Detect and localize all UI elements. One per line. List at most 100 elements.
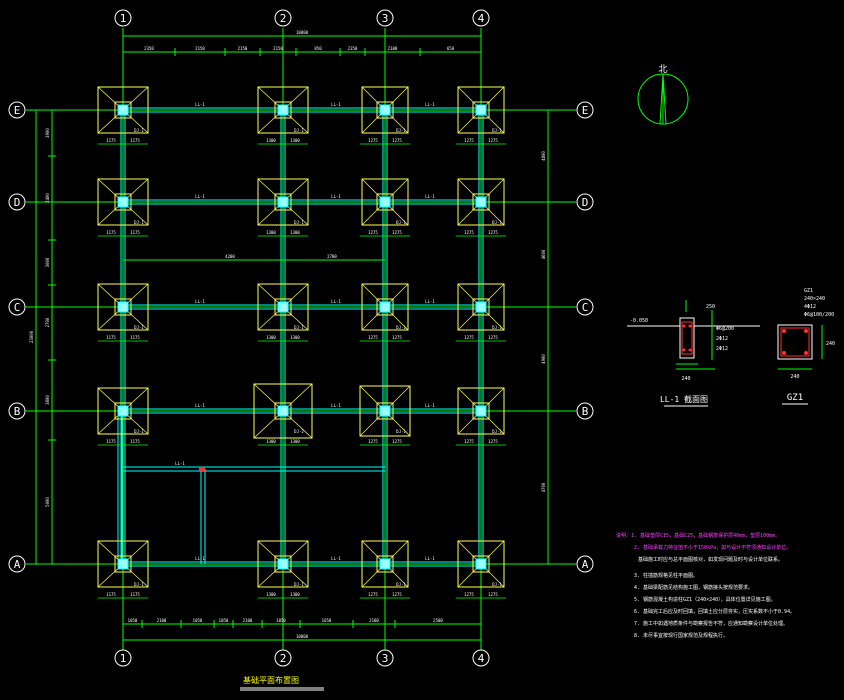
footing-label: DJ-1 [134, 128, 144, 133]
axis-label-row: A [14, 558, 21, 571]
dim-top-seg: 2350 [348, 46, 358, 51]
axis-bubble [576, 402, 594, 420]
axis-label-row: B [14, 405, 21, 418]
footing-dim-text: 1275 [368, 138, 378, 143]
footing-dim-text: 1175 [106, 230, 116, 235]
dim-left-seg: 5000 [45, 497, 50, 507]
dim-bottom-seg: 1050 [193, 618, 203, 623]
footing-dim-text: 1275 [464, 439, 474, 444]
note-line-6: 5. 钢筋混凝土构造柱GZ1（240×240），具体位置详见施工图。 [634, 596, 776, 603]
axis-bubble [576, 298, 594, 316]
column [117, 104, 129, 116]
footing-dim-text: 1275 [488, 439, 498, 444]
gz1-side-dim: 240 [826, 341, 835, 347]
axis-label-row: E [14, 104, 21, 117]
drawing-title: 基础平面布置图 [243, 675, 299, 685]
axis-bubble [576, 193, 594, 211]
footing-pedestal [376, 298, 394, 316]
column [277, 558, 289, 570]
axis-bubble [472, 649, 490, 667]
ll1-note-3: 2Φ12 [716, 346, 728, 352]
dim-right-seg: 4800 [541, 151, 546, 161]
footing-outline [97, 86, 149, 134]
footing-dim-text: 1275 [488, 335, 498, 340]
ll1-bot-dim: 240 [681, 376, 690, 382]
dim-top-seg: 2150 [238, 46, 248, 51]
column [277, 196, 289, 208]
footing-pedestal [274, 101, 292, 119]
ll1-elev: -0.050 [630, 318, 648, 324]
column [117, 301, 129, 313]
axis-label-row: E [582, 104, 589, 117]
axis-label-row: D [14, 196, 21, 209]
footing-pedestal [376, 555, 394, 573]
dim-top-seg: 2100 [388, 46, 398, 51]
footing-pedestal [114, 298, 132, 316]
axis-label-col: 3 [382, 12, 389, 25]
dim-bottom-seg: 2100 [243, 618, 253, 623]
beam-label: LL-1 [331, 102, 341, 107]
gz1-note-1: GZ1 [804, 288, 813, 294]
footing-pedestal [472, 402, 490, 420]
column [379, 196, 391, 208]
footing-dim-text: 1175 [130, 138, 140, 143]
axis-label-col: 1 [120, 12, 127, 25]
general-notes: 说明：1. 基础垫层C15，基础C25，基础钢筋保护层40mm，垫层100mm。… [616, 532, 795, 639]
footing-dim-text: 1175 [130, 439, 140, 444]
footing-label: DJ-1 [134, 325, 144, 330]
footing-outline [359, 385, 411, 437]
dim-bottom-total: 10800 [296, 634, 309, 639]
column [379, 301, 391, 313]
axis-bubble [376, 9, 394, 27]
footing-dim-text: 1175 [106, 592, 116, 597]
footing-dim-text: 1300 [266, 439, 276, 444]
footing-pedestal [274, 298, 292, 316]
column [117, 196, 129, 208]
axis-label-row: D [582, 196, 589, 209]
footing-pedestal [274, 555, 292, 573]
footing-outline [361, 178, 409, 226]
axis-label-col: 3 [382, 652, 389, 665]
footing-label: DJ-1 [396, 220, 406, 225]
axis-label-col: 2 [280, 652, 287, 665]
column [475, 104, 487, 116]
gz1-note-4: Φ6@100/200 [804, 312, 834, 318]
axis-label-col: 4 [478, 652, 485, 665]
footing-outline [257, 86, 309, 134]
footing-label: DJ-1 [492, 325, 502, 330]
footing-dim-text: 1300 [290, 439, 300, 444]
axis-label-col: 1 [120, 652, 127, 665]
footing-pedestal [114, 555, 132, 573]
dim-top-seg: 2150 [195, 46, 205, 51]
footing-pedestal [274, 402, 292, 420]
dim-right-seg: 4900 [541, 354, 546, 364]
beam-label: LL-1 [331, 194, 341, 199]
axis-bubble [274, 649, 292, 667]
footing-label: DJ-1 [492, 220, 502, 225]
footing-outline [97, 387, 149, 435]
footing-label: DJ-1 [294, 582, 304, 587]
footing-dim-text: 1300 [290, 230, 300, 235]
footing-dim-text: 1175 [106, 335, 116, 340]
footing-dim-text: 1300 [290, 335, 300, 340]
dim-right-seg: 4700 [541, 482, 546, 492]
axis-label-row: C [14, 301, 21, 314]
ll1-title: LL-1 截面图 [660, 394, 708, 404]
footing-dim-text: 1275 [464, 230, 474, 235]
ll1-section: -0.050 240 2Φ12 Φ6@200 2Φ12 250 LL-1 截面图 [627, 300, 760, 407]
note-line-5: 4. 基础梁配筋见结构施工图，钢筋接头按规范要求。 [634, 584, 753, 591]
footing-dim-text: 1275 [392, 335, 402, 340]
footing-label: DJ-1 [396, 429, 406, 434]
column [379, 104, 391, 116]
dim-mid-seg: 4200 [225, 254, 235, 259]
ll1-right-dim: 250 [706, 304, 715, 310]
footing-dim-text: 1300 [266, 138, 276, 143]
beam-label: LL-1 [195, 194, 205, 199]
axis-bubble [376, 649, 394, 667]
footing-pedestal [472, 193, 490, 211]
note-line-9: 8. 未尽事宜按现行国家规范及规程执行。 [634, 632, 728, 639]
footing-dim-text: 1175 [130, 335, 140, 340]
footing-dim-text: 1300 [290, 138, 300, 143]
axis-bubble [114, 9, 132, 27]
